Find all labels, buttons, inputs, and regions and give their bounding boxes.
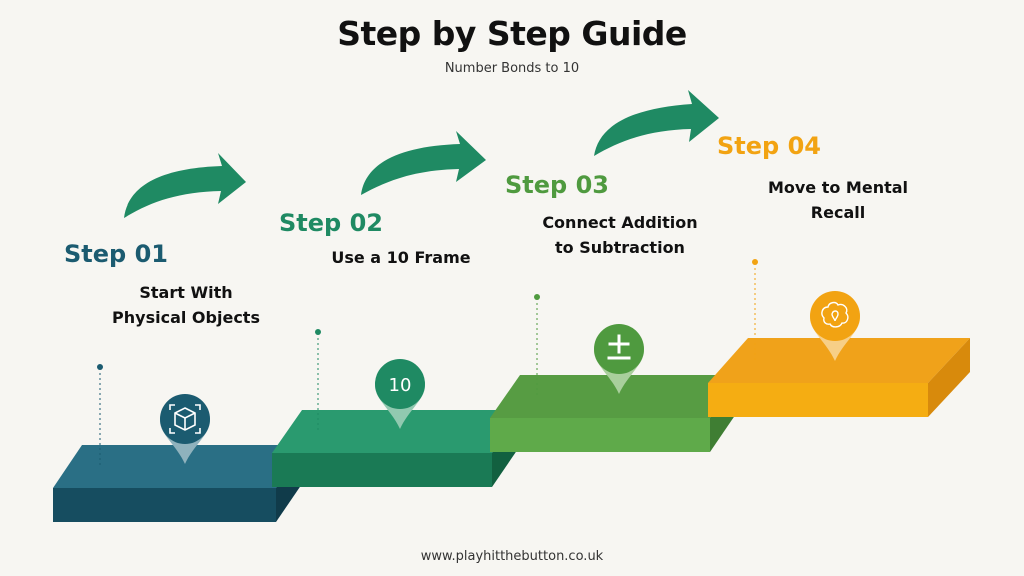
arrow-3 [594,90,719,156]
step-4-description: Move to Mental Recall [748,175,928,225]
step-1-description: Start With Physical Objects [96,280,276,330]
step-2-description: Use a 10 Frame [316,245,486,270]
step-4-desc-line1: Move to Mental [767,178,909,197]
step-1-desc-line2: Physical Objects [112,308,260,327]
plus-minus-icon [607,334,631,360]
leader-line-3 [534,294,540,398]
step-1-desc-line1: Start With [139,283,233,302]
footer-url: www.playhitthebutton.co.uk [420,549,604,564]
step-1-block [53,445,306,522]
arrow-1 [124,153,246,218]
step-3-block [490,375,740,452]
step-3-desc-line2: to Subtraction [555,238,685,257]
arrow-2 [361,131,486,195]
brain-icon [821,301,849,328]
step-4-desc-line2: Recall [810,203,866,222]
step-3-desc-line1: Connect Addition [542,213,698,232]
step-1-pin [160,394,210,464]
step-3-pin [594,324,644,394]
leader-line-1 [97,364,103,468]
ten-icon: 10 [389,375,412,396]
step-3-description: Connect Addition to Subtraction [520,210,720,260]
step-1-label: Step 01 [64,240,168,268]
leader-line-2 [315,329,321,432]
step-4-block [708,338,970,417]
step-2-pin: 10 [375,359,425,429]
leader-line-4 [752,259,758,362]
step-4-pin [810,291,860,361]
step-2-block [272,410,522,487]
page-title: Step by Step Guide [337,14,687,53]
step-2-label: Step 02 [279,209,383,237]
page-subtitle: Number Bonds to 10 [444,61,580,76]
cube-icon [169,404,201,434]
step-4-label: Step 04 [717,132,821,160]
step-3-label: Step 03 [505,171,609,199]
step-2-desc-line1: Use a 10 Frame [331,248,471,267]
